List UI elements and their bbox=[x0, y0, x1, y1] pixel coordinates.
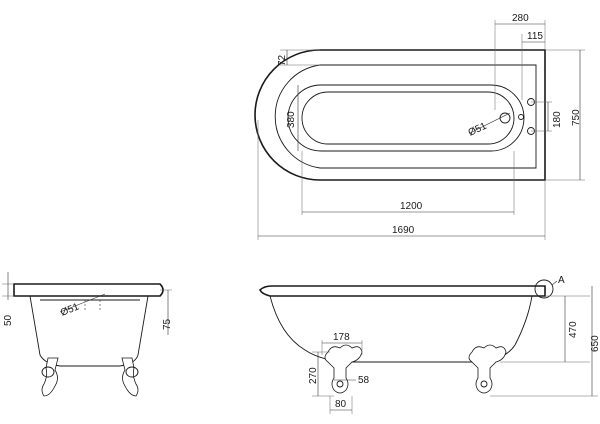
plan-view: Ø51 280 115 72 380 180 750 1200 bbox=[254, 13, 585, 240]
plan-waste-circle bbox=[499, 112, 511, 124]
end-view-left-foot-scroll bbox=[41, 366, 55, 378]
dim-280-label: 280 bbox=[512, 13, 529, 24]
detail-a-leader bbox=[551, 280, 558, 286]
side-view-left-foot-ball bbox=[336, 380, 344, 388]
dim-470-label: 470 bbox=[568, 321, 579, 338]
plan-inner-rim bbox=[274, 64, 537, 169]
dim-50-label: 50 bbox=[3, 314, 14, 326]
end-view-rim bbox=[13, 283, 164, 297]
plan-basin-inner bbox=[301, 91, 515, 145]
side-view-right-foot-ball bbox=[480, 380, 488, 388]
overflow-hole bbox=[518, 114, 524, 120]
dim-75-label: 75 bbox=[162, 318, 173, 330]
dim-750-label: 750 bbox=[571, 109, 582, 126]
dim-58-label: 58 bbox=[358, 375, 370, 386]
plan-outer-rim bbox=[254, 49, 546, 181]
dim-178-label: 178 bbox=[333, 332, 350, 343]
side-view-rim bbox=[259, 285, 546, 297]
end-view: Ø51 50 75 bbox=[2, 272, 173, 397]
dim-270-label: 270 bbox=[308, 367, 319, 384]
dim-115-label: 115 bbox=[527, 31, 543, 42]
dim-650-label: 650 bbox=[590, 335, 600, 352]
end-view-body bbox=[29, 295, 149, 367]
plan-basin bbox=[287, 84, 525, 152]
dim-1690-label: 1690 bbox=[392, 225, 415, 236]
end-view-waste bbox=[84, 300, 101, 312]
detail-a-circle bbox=[534, 279, 554, 299]
dim-1200-label: 1200 bbox=[400, 201, 423, 212]
side-view: A 178 270 58 80 470 650 bbox=[259, 275, 600, 414]
dim-180-label: 180 bbox=[552, 111, 563, 128]
end-view-waste-leader bbox=[59, 293, 106, 313]
plan-waste-leader bbox=[469, 112, 511, 134]
side-view-right-foot bbox=[468, 344, 507, 394]
detail-a-label: A bbox=[558, 275, 565, 286]
dim-80-label: 80 bbox=[335, 399, 347, 410]
side-view-left-foot bbox=[324, 344, 363, 394]
dim-380-label: 380 bbox=[286, 111, 297, 128]
end-view-waste-label: Ø51 bbox=[59, 301, 81, 318]
dim-72-label: 72 bbox=[277, 54, 288, 66]
end-view-right-foot-scroll bbox=[125, 366, 139, 378]
plan-waste-label: Ø51 bbox=[467, 121, 489, 139]
